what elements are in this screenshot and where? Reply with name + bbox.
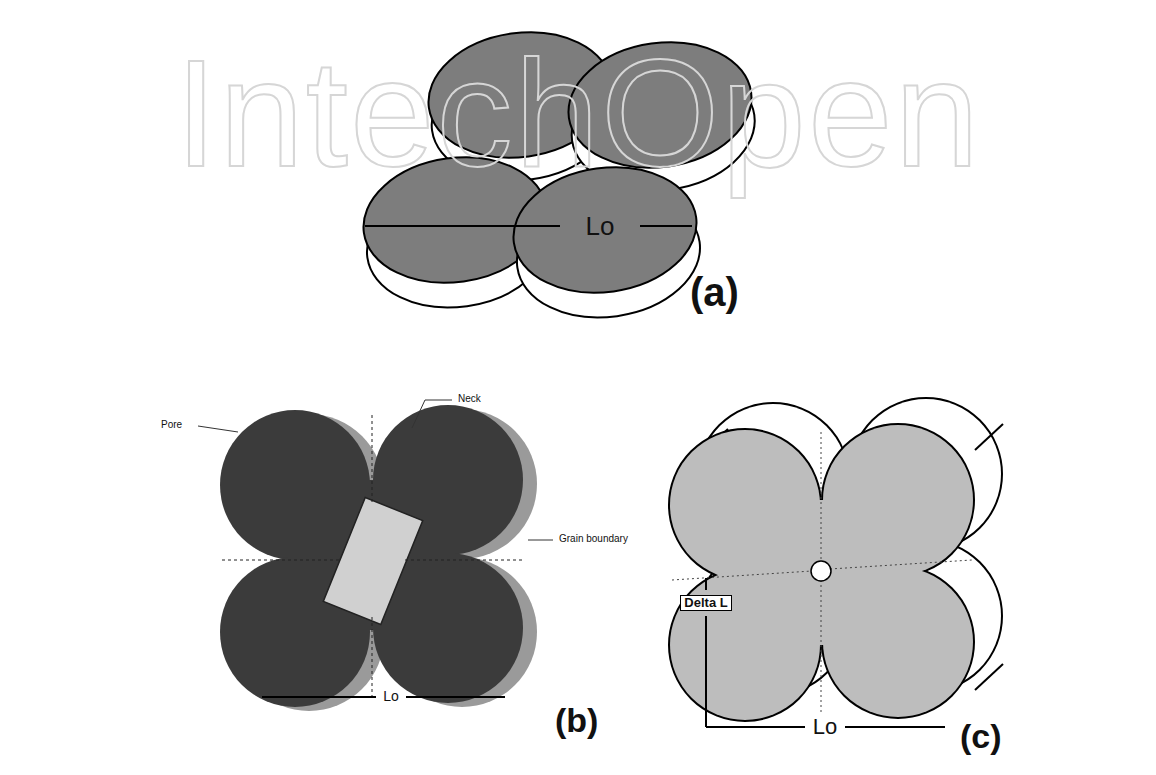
dimension-line-a bbox=[365, 225, 692, 227]
part-name: Neck bbox=[455, 393, 484, 404]
panel-label: (b) bbox=[555, 702, 598, 739]
dimension-label: Lo bbox=[813, 715, 837, 739]
dimension-lines-c bbox=[706, 578, 945, 727]
dimension-label: Delta L bbox=[680, 595, 731, 611]
dimension-label: Lo bbox=[383, 689, 399, 704]
densified-body-c bbox=[670, 399, 1003, 720]
leader-lines-b bbox=[198, 400, 553, 540]
watermark: IntechOpen bbox=[175, 30, 981, 197]
panel-label: (a) bbox=[690, 270, 739, 314]
part-name: Pore bbox=[158, 419, 185, 430]
sintered-body-b bbox=[220, 405, 537, 711]
part-name: Grain boundary bbox=[556, 533, 631, 544]
panel-label: (c) bbox=[960, 718, 1002, 755]
dimension-label: Lo bbox=[586, 212, 615, 241]
